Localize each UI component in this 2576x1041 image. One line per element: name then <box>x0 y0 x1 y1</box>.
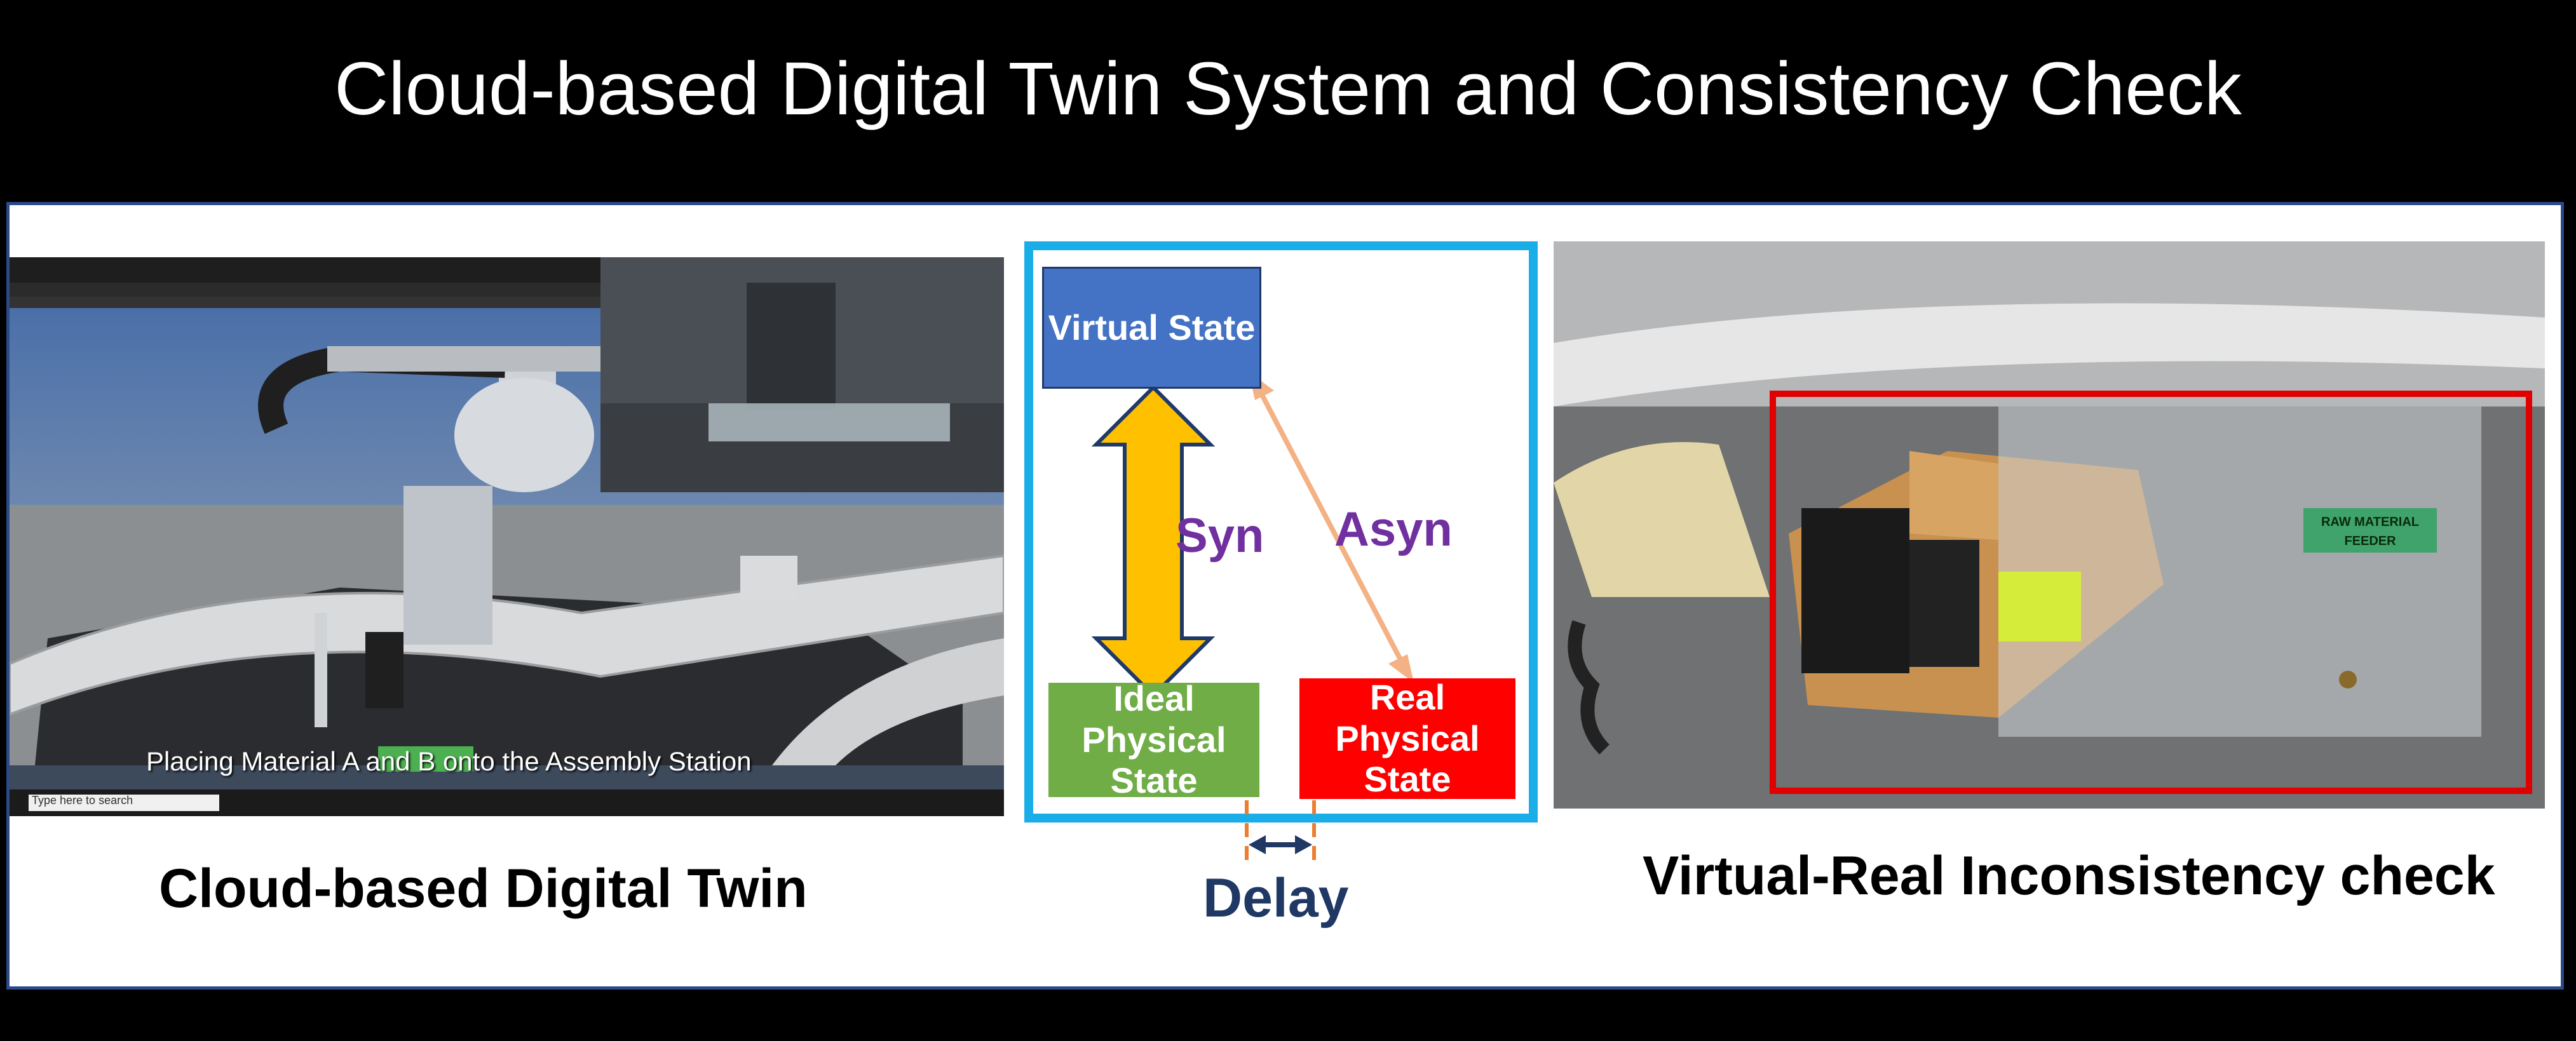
ideal-physical-state-box: Ideal Physical State <box>1048 678 1259 800</box>
real-physical-state-box: Real Physical State <box>1299 677 1515 799</box>
svg-text:FEEDER: FEEDER <box>2344 534 2396 548</box>
video-caption: Placing Material A and B onto the Assemb… <box>146 746 752 776</box>
syn-label: Syn <box>1176 509 1264 563</box>
inconsistency-highlight <box>1770 391 2532 794</box>
digital-twin-screenshot <box>10 257 1004 816</box>
page-title: Cloud-based Digital Twin System and Cons… <box>334 47 2242 131</box>
digital-twin-scene <box>10 257 1004 816</box>
asyn-arrow <box>1256 386 1407 668</box>
virtual-state-box: Virtual State <box>1042 267 1261 389</box>
state-diagram-frame <box>1024 241 1538 823</box>
feeder-sign: RAW MATERIAL <box>2321 515 2419 529</box>
asyn-label: Asyn <box>1334 502 1453 556</box>
digital-twin-label: Cloud-based Digital Twin <box>159 858 808 919</box>
physical-scene: RAW MATERIAL FEEDER <box>1554 241 2545 809</box>
delay-label: Delay <box>1203 868 1349 929</box>
taskbar-search[interactable]: Type here to search <box>32 794 133 807</box>
state-diagram-arrows <box>1091 372 1414 861</box>
inconsistency-check-label: Virtual-Real Inconsistency check <box>1643 845 2495 906</box>
physical-setup-photo: RAW MATERIAL FEEDER <box>1554 241 2545 809</box>
